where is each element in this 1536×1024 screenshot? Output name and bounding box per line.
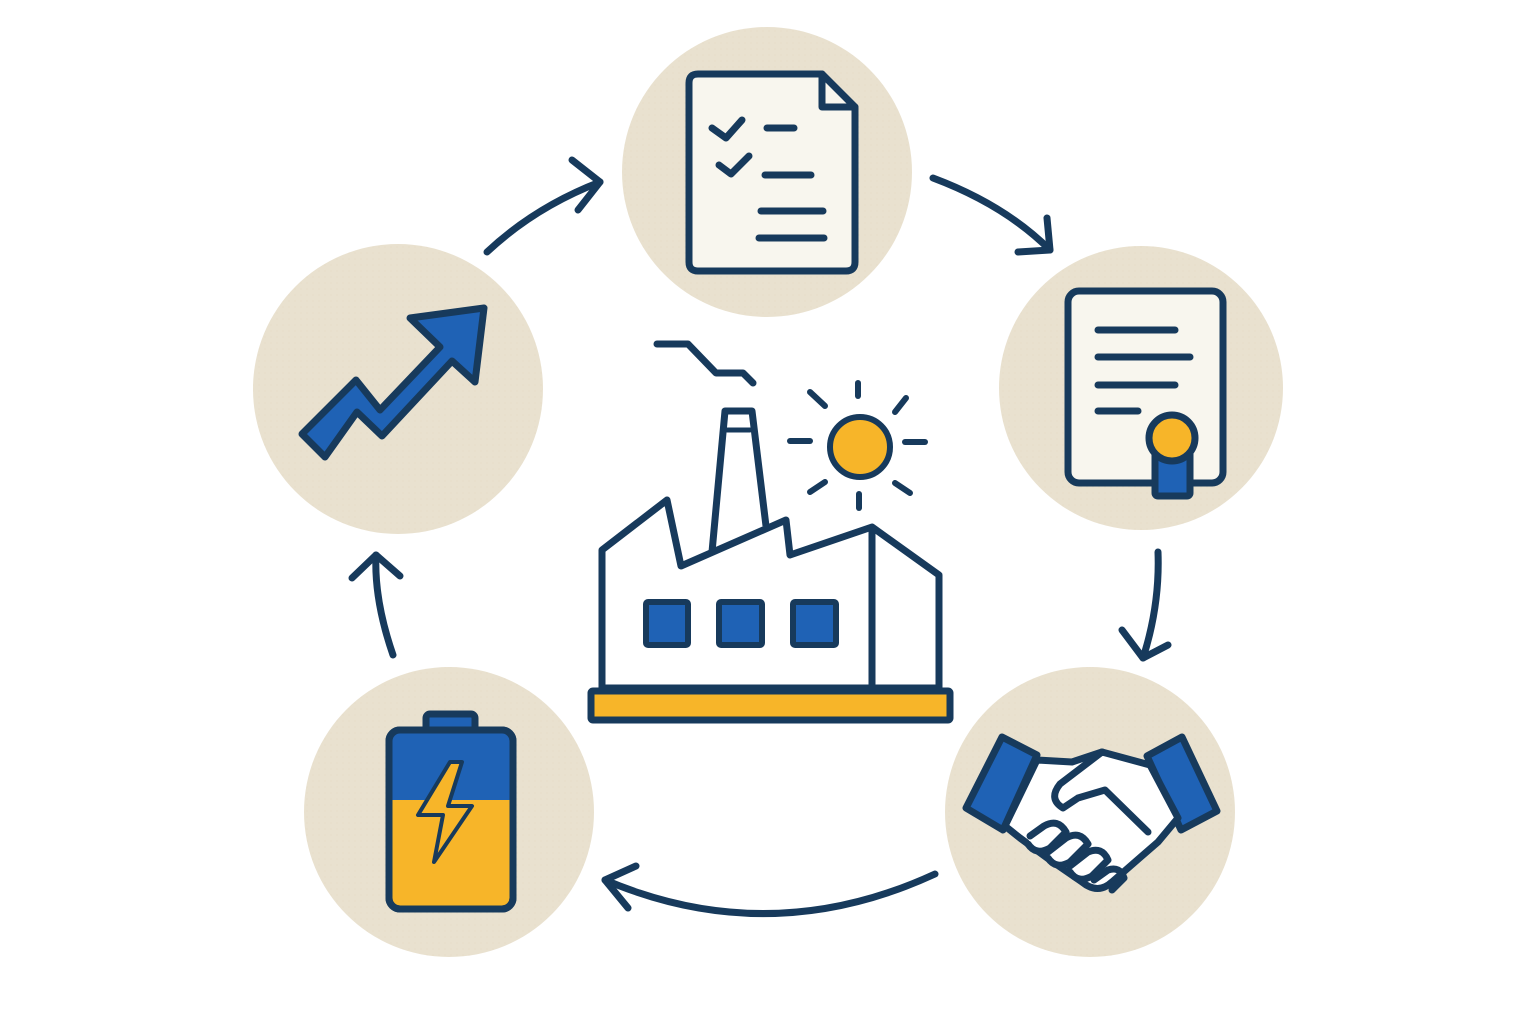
- arrow-growth-to-checklist: [483, 156, 604, 256]
- step-agreement: [945, 667, 1235, 957]
- factory-windows: [643, 599, 839, 648]
- sun-icon: [787, 380, 928, 511]
- growth-arrow-icon: [298, 304, 488, 461]
- checklist-document-icon: [685, 70, 859, 275]
- smoke-icon: [653, 340, 757, 387]
- arrow-battery-to-growth: [348, 551, 404, 659]
- arrow-handshake-to-battery: [601, 862, 939, 918]
- arrow-certificate-to-handshake: [1118, 548, 1172, 662]
- factory-window: [716, 599, 765, 648]
- battery-charging-icon: [385, 710, 517, 913]
- factory-base: [587, 687, 954, 724]
- factory-with-sun-icon: [587, 340, 954, 724]
- certificate-document-icon: [1064, 287, 1227, 500]
- arrow-checklist-to-certificate: [929, 174, 1054, 256]
- factory-window: [643, 599, 691, 648]
- step-checklist: [622, 27, 912, 317]
- factory-building: [598, 496, 943, 692]
- step-growth: [253, 244, 543, 534]
- cycle-arrows: [348, 156, 1172, 918]
- factory-window: [790, 599, 839, 648]
- handshake-icon: [962, 733, 1221, 894]
- step-energy-storage: [304, 667, 594, 957]
- chimney: [708, 407, 770, 553]
- step-certificate: [999, 246, 1283, 530]
